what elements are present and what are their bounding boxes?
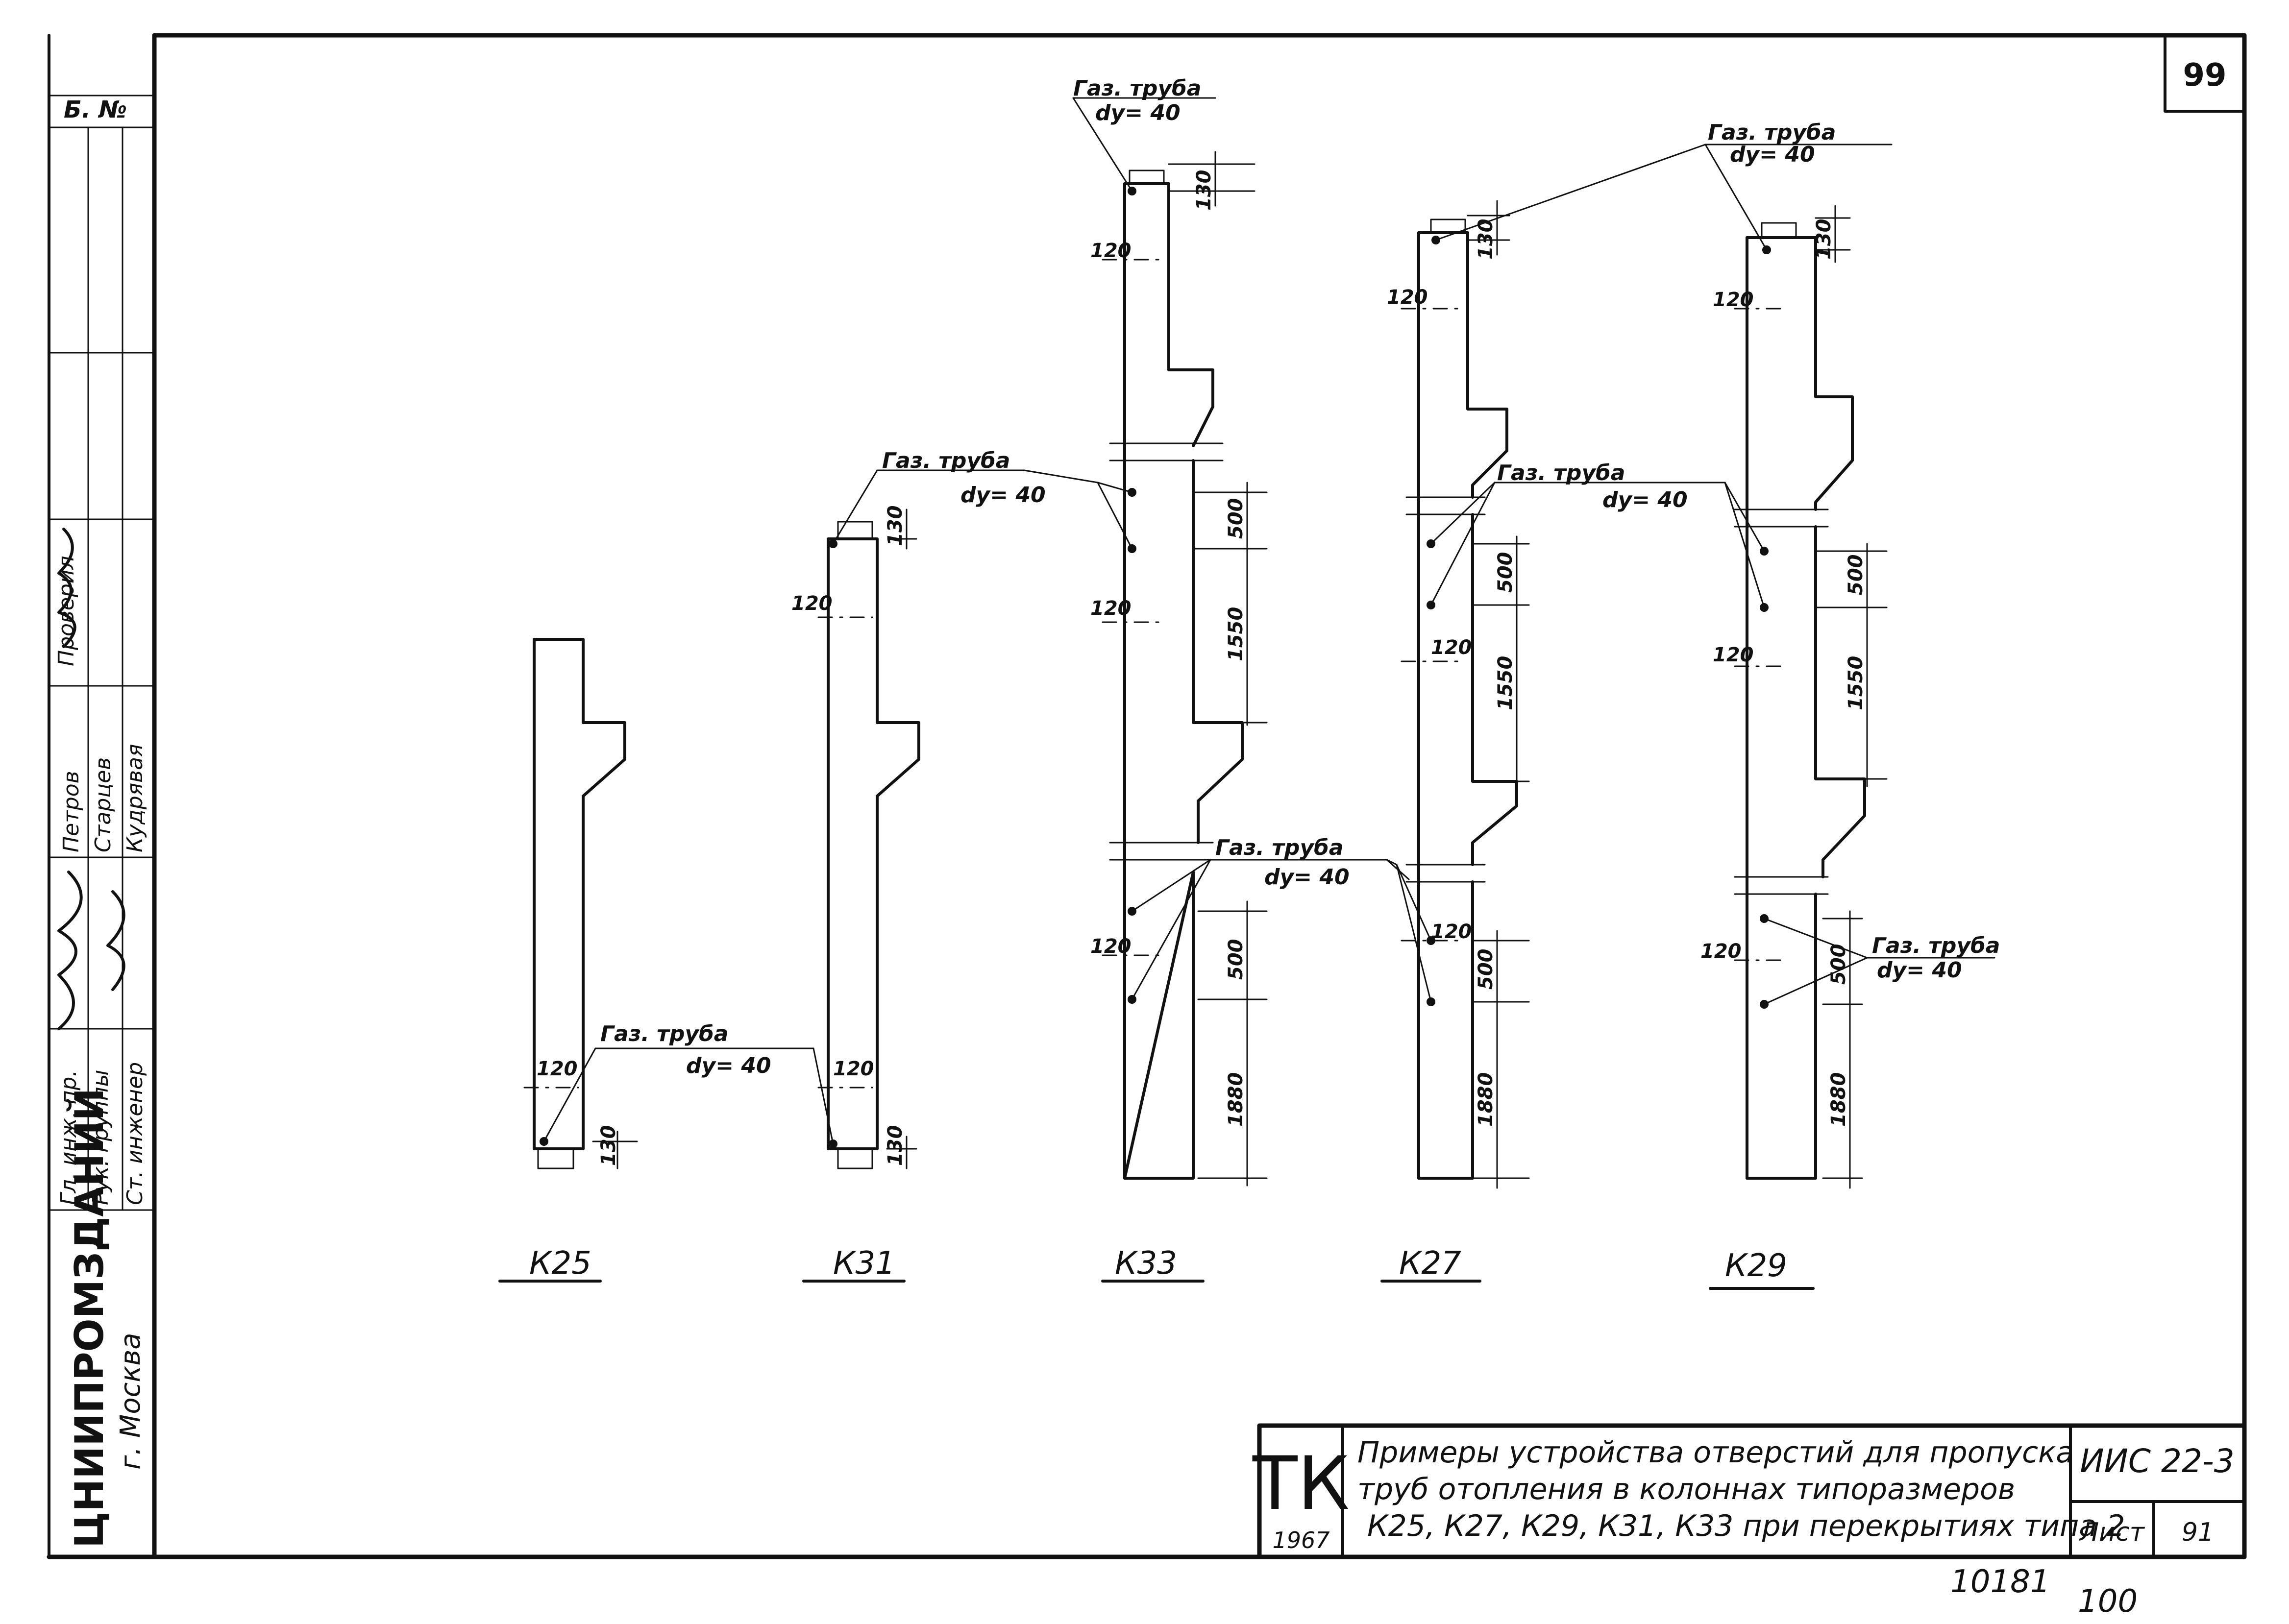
column-k29: 120 120 120 Газ. труба dy= 40 Газ. труба…	[1435, 120, 2000, 1290]
svg-text:500: 500	[1475, 949, 1497, 990]
svg-text:120: 120	[833, 1058, 874, 1080]
sheet-number: 91	[2182, 1518, 2214, 1547]
signature-scribble-3	[106, 890, 125, 991]
svg-text:1880: 1880	[1225, 1072, 1247, 1127]
signature-scribble-2	[57, 871, 83, 1030]
svg-text:120: 120	[1713, 289, 1754, 311]
pipe-dia-k33-low: dy= 40	[1264, 865, 1350, 890]
svg-text:1880: 1880	[1475, 1072, 1497, 1127]
pipe-dia-k31-top: dy= 40	[960, 483, 1046, 508]
pipe-label-k33-low: Газ. труба	[1215, 835, 1343, 860]
column-name-k27: К27	[1399, 1245, 1461, 1282]
svg-text:1550: 1550	[1494, 656, 1517, 710]
pipe-label-k25: Газ. труба	[600, 1021, 728, 1046]
pipe-label-k27-mid: Газ. труба	[1497, 461, 1625, 485]
svg-text:130: 130	[597, 1125, 620, 1166]
svg-text:500: 500	[1225, 498, 1247, 539]
pipe-label-k33-top: Газ. труба	[1073, 76, 1201, 101]
page-number: 99	[2183, 57, 2226, 94]
bottom-number-right: 100	[2078, 1583, 2138, 1620]
svg-text:120: 120	[537, 1058, 578, 1080]
column-name-k31: К31	[833, 1245, 895, 1282]
pipe-dia-k33-top: dy= 40	[1095, 100, 1181, 125]
svg-text:1880: 1880	[1827, 1072, 1850, 1127]
fragment-mid: Петров	[59, 771, 84, 852]
signature-scribble-1	[57, 528, 76, 648]
svg-text:120: 120	[1713, 644, 1754, 666]
frame	[47, 33, 2247, 1559]
pipe-label-k29-low: Газ. труба	[1872, 933, 2000, 958]
svg-text:120: 120	[1387, 286, 1428, 309]
svg-text:120: 120	[1431, 921, 1472, 943]
doc-code: ИИС 22-3	[2080, 1442, 2235, 1480]
bottom-number-left: 10181	[1950, 1564, 2050, 1600]
column-k33: 120 120 120 Газ. труба dy= 40 Газ. труба…	[1023, 76, 1410, 1283]
left-stamp-strip: Б. № Гл. инж. пр. Рук. группы Ст. инжене…	[48, 34, 155, 1558]
pipe-dia-k29-top: dy= 40	[1730, 142, 1815, 167]
column-name-k25: К25	[529, 1245, 591, 1282]
title-line-1: Примеры устройства отверстий для пропуск…	[1357, 1435, 2074, 1470]
svg-text:500: 500	[1494, 552, 1517, 593]
svg-text:130: 130	[1193, 170, 1215, 211]
role-3: Ст. инженер	[123, 1062, 148, 1205]
archive-label: Б. №	[64, 96, 127, 123]
role-1: Гл. инж. пр.	[56, 1070, 81, 1205]
title-line-3: К25, К27, К29, К31, К33 при перекрытиях …	[1367, 1509, 2125, 1543]
title-line-2: труб отопления в колоннах типоразмеров	[1357, 1472, 2015, 1506]
svg-text:120: 120	[1090, 240, 1132, 262]
column-k27: 120 120 120 Газ. труба dy= 40 130 500 15…	[1380, 200, 1726, 1283]
sheet-label: Лист	[2079, 1518, 2145, 1547]
column-k25: 120 Газ. труба dy= 40 130 К25	[498, 638, 814, 1283]
column-name-k33: К33	[1115, 1245, 1177, 1282]
name-1: Старцев	[91, 757, 116, 852]
pipe-dia-k29-low: dy= 40	[1877, 958, 1962, 983]
year: 1967	[1272, 1527, 1329, 1553]
svg-text:500: 500	[1225, 939, 1247, 980]
svg-text:1550: 1550	[1845, 656, 1867, 710]
pipe-dia-k25: dy= 40	[686, 1053, 771, 1078]
pipe-label-k31-top: Газ. труба	[882, 448, 1010, 473]
svg-text:500: 500	[1827, 944, 1850, 985]
org-name: ЦНИИПРОМЗДАНИЙ	[66, 1088, 112, 1548]
svg-text:120: 120	[1090, 597, 1132, 620]
title-block: ТК 1967 Примеры устройства отверстий для…	[1252, 1423, 2247, 1559]
svg-text:500: 500	[1845, 555, 1867, 596]
svg-text:130: 130	[884, 1125, 907, 1166]
pipe-label-k29-top: Газ. труба	[1708, 120, 1836, 145]
column-name-k29: К29	[1725, 1248, 1787, 1284]
column-k31: 120 120 Газ. труба dy= 40 130 130 К31	[791, 448, 1046, 1283]
svg-text:120: 120	[1431, 636, 1472, 659]
svg-text:120: 120	[1700, 940, 1742, 963]
name-2: Кудрявая	[123, 744, 148, 852]
svg-text:130: 130	[1813, 219, 1835, 260]
role-2: Рук. группы	[88, 1070, 113, 1205]
svg-text:120: 120	[1090, 935, 1132, 958]
org-city: г. Москва	[115, 1333, 147, 1470]
svg-text:130: 130	[884, 506, 907, 547]
svg-text:120: 120	[791, 592, 833, 615]
pipe-dia-k27-mid: dy= 40	[1602, 487, 1688, 512]
page-number-box: 99	[2164, 34, 2246, 113]
svg-text:1550: 1550	[1225, 607, 1247, 661]
series-mark: ТК	[1252, 1441, 1350, 1527]
